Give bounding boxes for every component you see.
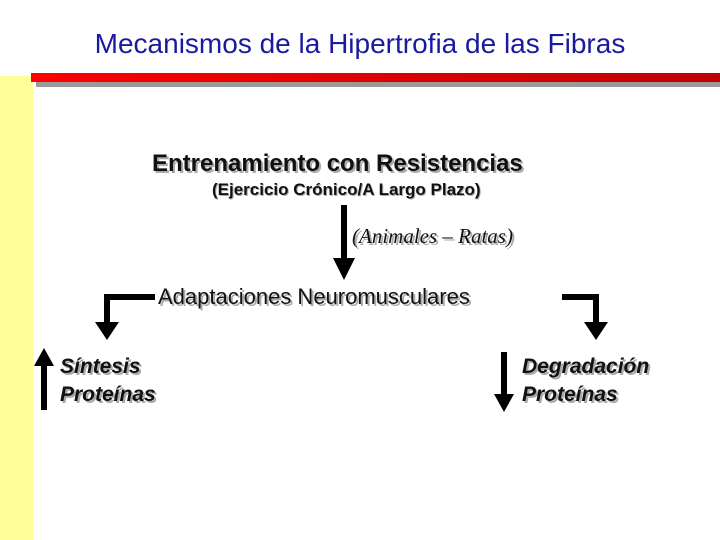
down-arrow-icon: [494, 352, 514, 412]
species-note: (Animales – Ratas): [352, 224, 513, 248]
diagram-subheading: (Ejercicio Crónico/A Largo Plazo): [212, 180, 481, 199]
protein-synthesis-line1: Síntesis: [60, 355, 141, 378]
title-underline-shadow: [36, 78, 720, 87]
protein-synthesis-line2: Proteínas: [60, 383, 156, 406]
up-arrow-icon: [34, 348, 54, 410]
left-accent-band: [0, 76, 33, 540]
diagram-heading: Entrenamiento con Resistencias: [152, 150, 523, 177]
arrow-down-main: [333, 205, 355, 280]
title-underline-bar: [31, 73, 720, 82]
protein-degradation-label: Degradación Proteínas: [522, 353, 649, 409]
protein-degradation-line1: Degradación: [522, 355, 650, 378]
arrow-left-branch: [95, 294, 155, 340]
slide-title: Mecanismos de la Hipertrofia de las Fibr…: [94, 28, 626, 59]
arrow-right-branch: [562, 294, 608, 340]
adaptations-label: Adaptaciones Neuromusculares: [158, 284, 470, 309]
protein-degradation-line2: Proteínas: [522, 383, 618, 406]
protein-synthesis-label: Síntesis Proteínas: [60, 353, 156, 409]
